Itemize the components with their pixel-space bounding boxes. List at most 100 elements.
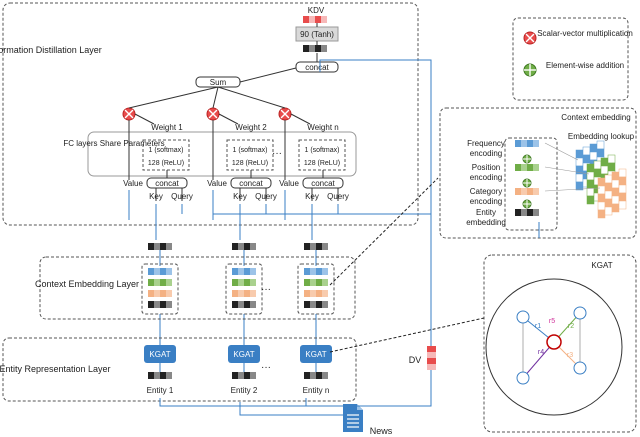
context-embedding-stack [504, 137, 558, 231]
context-row-vector [515, 164, 539, 171]
scalar-vector-icon [206, 107, 220, 121]
relation-label: r4 [538, 349, 544, 356]
weight-label: Weight 1 [151, 123, 183, 132]
fc-relu-label: 128 (ReLU) [232, 160, 268, 167]
concat-label: concat [239, 179, 263, 188]
context-row-vector [232, 290, 256, 297]
elementwise-label: Element-wise addition [546, 61, 624, 70]
fc-relu-label: 128 (ReLU) [304, 160, 340, 167]
entity-vector [304, 372, 328, 379]
context-row-vector [304, 268, 328, 275]
kgat-label: KGAT [305, 350, 326, 359]
zoom-context-pointer [329, 177, 439, 286]
news-to-dv-link [306, 370, 432, 407]
fc-relu-label: 128 (ReLU) [148, 160, 184, 167]
pre-tanh-vector [303, 45, 327, 52]
elementwise-icon [522, 199, 532, 209]
fc-softmax-label: 1 (softmax) [304, 147, 339, 154]
entity-representation-panel [2, 337, 357, 402]
news-label: News [370, 426, 393, 436]
context-row-vector [148, 290, 172, 297]
kgat-button [228, 345, 260, 363]
context-embedding-title: Context embedding [561, 113, 630, 122]
entity-label: Entity 1 [147, 386, 174, 395]
fc-softmax-label: 1 (softmax) [232, 147, 267, 154]
concat-label: concat [155, 179, 179, 188]
elementwise-icon [523, 63, 537, 77]
lookup-table [597, 168, 627, 219]
info-dots: ··· [272, 148, 282, 159]
value-label: Value [279, 179, 299, 188]
context-row-vector [304, 279, 328, 286]
context-dots: ··· [261, 284, 271, 295]
context-stack [141, 263, 179, 315]
info-distillation-panel [2, 2, 419, 226]
context-vector [232, 243, 256, 250]
weight-label: Weight 2 [235, 123, 267, 132]
entity-dots: ··· [261, 362, 271, 373]
fc-note: FC layers Share Parameters [63, 139, 164, 148]
relation-label: r5 [549, 318, 555, 325]
fc-layer-box [226, 139, 274, 171]
branch-2: Weight 2 1 (softmax) 128 (ReLU) concat Value… [206, 86, 277, 395]
sum-label: Sum [210, 78, 227, 87]
value-label: Value [207, 179, 227, 188]
scalar-vector-label: Scalar-vector multiplication [537, 29, 633, 38]
context-row-vector [515, 140, 539, 147]
context-row-vector [232, 279, 256, 286]
context-row-vector [148, 301, 172, 308]
entity-vector [232, 372, 256, 379]
kgat-detail-title: KGAT [591, 261, 612, 270]
kgat-button [144, 345, 176, 363]
tanh-label: 90 (Tanh) [300, 30, 334, 39]
entity-vector [148, 372, 172, 379]
info-layer-title-1: Information Distillation Layer [0, 45, 102, 55]
context-row-vector [232, 301, 256, 308]
context-row-vector [148, 268, 172, 275]
news-icon [343, 404, 363, 432]
context-row-vector [148, 279, 172, 286]
entity-label: Entity 2 [231, 386, 258, 395]
context-row-vector [304, 301, 328, 308]
value-label: Value [123, 179, 143, 188]
fc-softmax-label: 1 (softmax) [148, 147, 183, 154]
elementwise-icon [522, 178, 532, 188]
kgat-label: KGAT [149, 350, 170, 359]
fc-shared-group [87, 131, 357, 177]
branch-3: Weight n1 (softmax)128 (ReLU)concatValue… [217, 86, 349, 395]
concat-label: concat [311, 179, 335, 188]
fc-layer-box [142, 139, 190, 171]
entity-layer-title: Entity Representation Layer [0, 364, 111, 374]
branch-1: Weight 1 1 (softmax) 128 (ReLU) concat Value… [122, 86, 219, 395]
kgat-detail-panel [483, 254, 637, 433]
context-row-vector [515, 209, 539, 216]
embedding-lookup-label: Embedding lookup [568, 132, 635, 141]
kgat-neighbor-node [516, 371, 530, 385]
context-row-vector [515, 188, 539, 195]
kgat-button [300, 345, 332, 363]
kgat-neighbor-node [573, 361, 587, 375]
scalar-vector-icon [278, 107, 292, 121]
news-link [239, 402, 343, 416]
kgat-neighbor-node [573, 306, 587, 320]
kdv-vector [303, 16, 327, 23]
kdv-label: KDV [308, 6, 325, 15]
dv-label: DV [409, 355, 422, 365]
dv-vector [427, 346, 436, 370]
fc-layer-box [298, 139, 346, 171]
context-row-vector [304, 290, 328, 297]
kgat-neighbor-node [516, 310, 530, 324]
kgat-label: KGAT [233, 350, 254, 359]
elementwise-icon [522, 154, 532, 164]
context-vector [304, 243, 328, 250]
relation-label: r3 [567, 352, 573, 359]
legend-box [512, 17, 629, 101]
context-stack [297, 263, 335, 315]
output-concat-label: concat [305, 63, 329, 72]
context-embedding-detail [439, 107, 637, 239]
